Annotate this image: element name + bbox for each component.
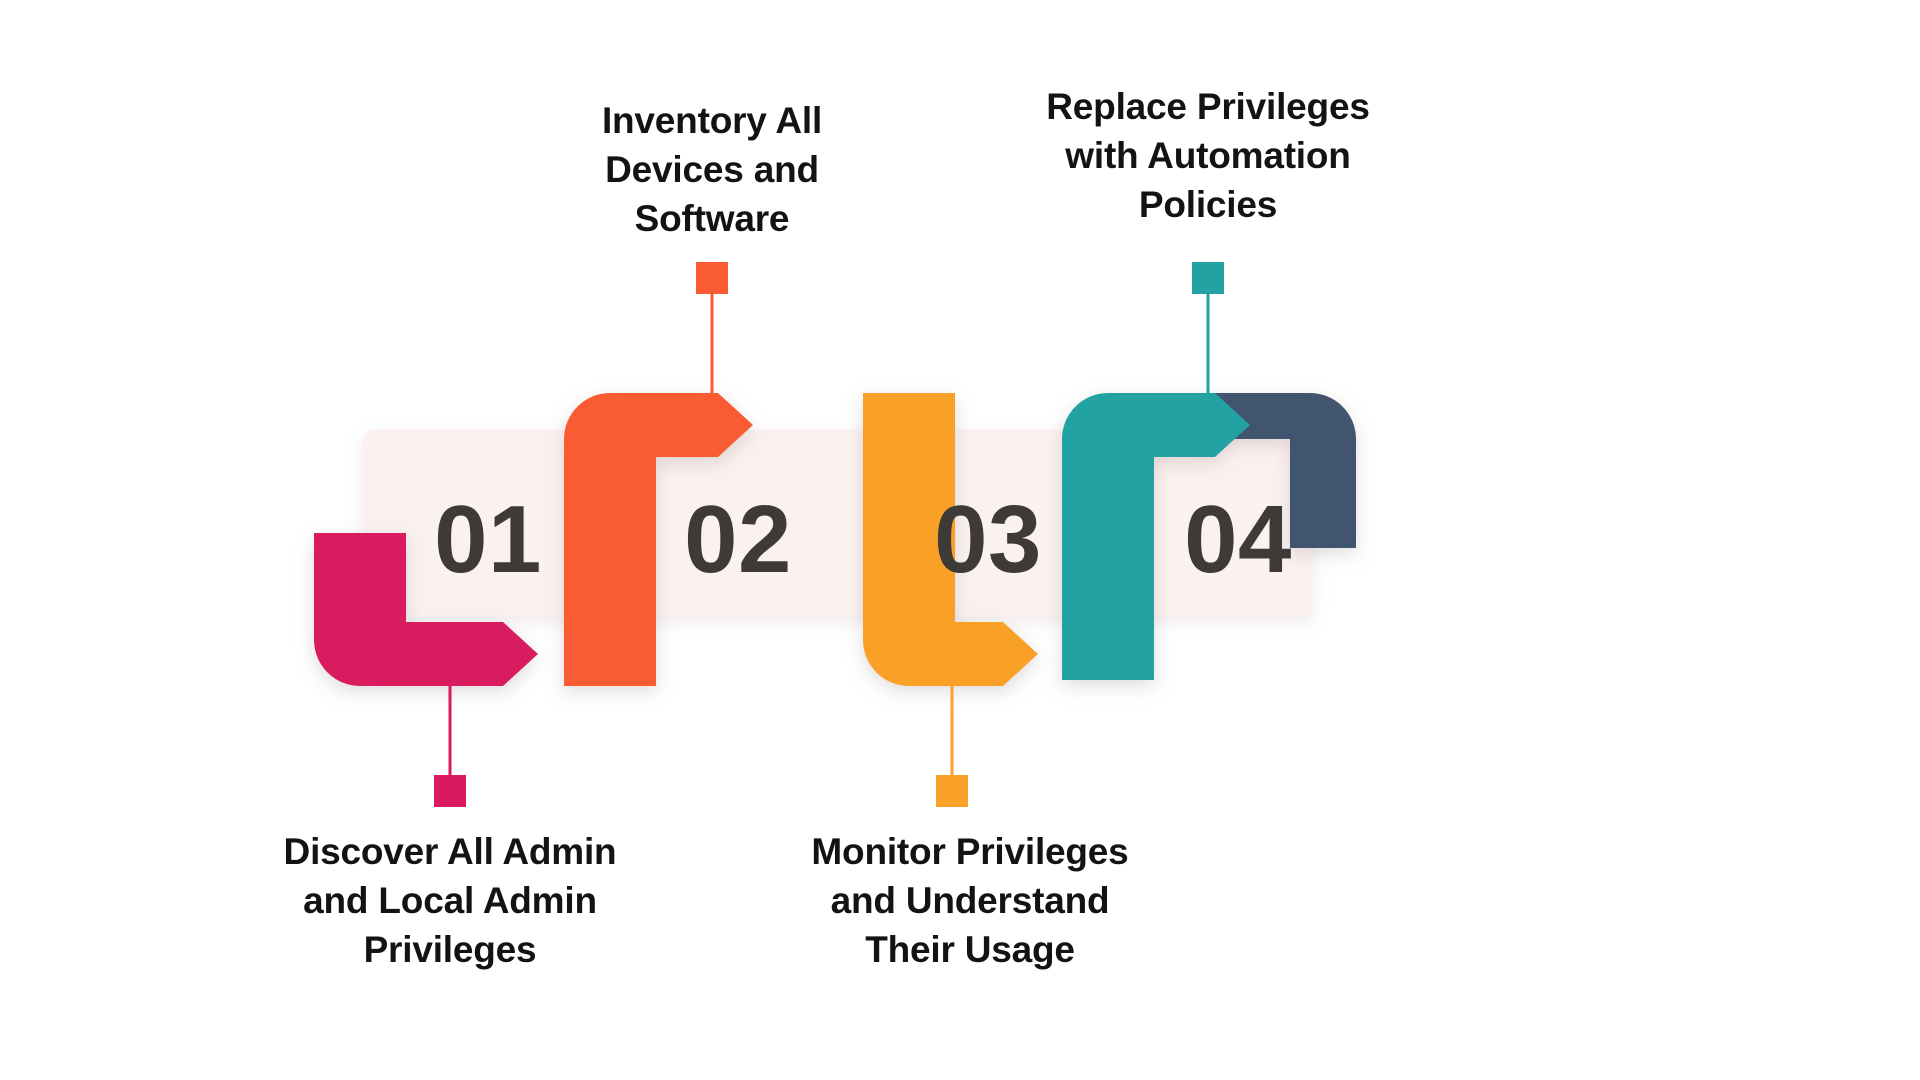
ribbon-path	[314, 393, 1356, 686]
connector-marker-03	[936, 775, 968, 807]
step-label-03: Monitor Privileges and Understand Their …	[811, 831, 1129, 970]
step-label-01: Discover All Admin and Local Admin Privi…	[283, 831, 617, 970]
connector-marker-04	[1192, 262, 1224, 294]
connector-marker-01	[434, 775, 466, 807]
ribbon-segment-04-teal	[1062, 393, 1250, 680]
card-04	[1113, 430, 1313, 617]
ribbon-segment-01-crimson	[314, 533, 538, 686]
step-label-02: Inventory All Devices and Software	[601, 100, 823, 239]
card-02	[613, 430, 863, 617]
ribbon-segment-02-deep-orange	[564, 393, 753, 686]
ribbon-segment-03-orange	[863, 393, 1038, 686]
connectors	[434, 262, 1224, 807]
ribbon-tail-navy	[1215, 393, 1356, 548]
connector-marker-02	[696, 262, 728, 294]
card-01	[363, 430, 613, 617]
step-number-04: 04	[1184, 486, 1292, 593]
step-number-03: 03	[934, 486, 1042, 593]
step-label-04: Replace Privileges with Automation Polic…	[1046, 86, 1370, 225]
step-number-02: 02	[684, 486, 792, 593]
step-number-01: 01	[434, 486, 542, 593]
